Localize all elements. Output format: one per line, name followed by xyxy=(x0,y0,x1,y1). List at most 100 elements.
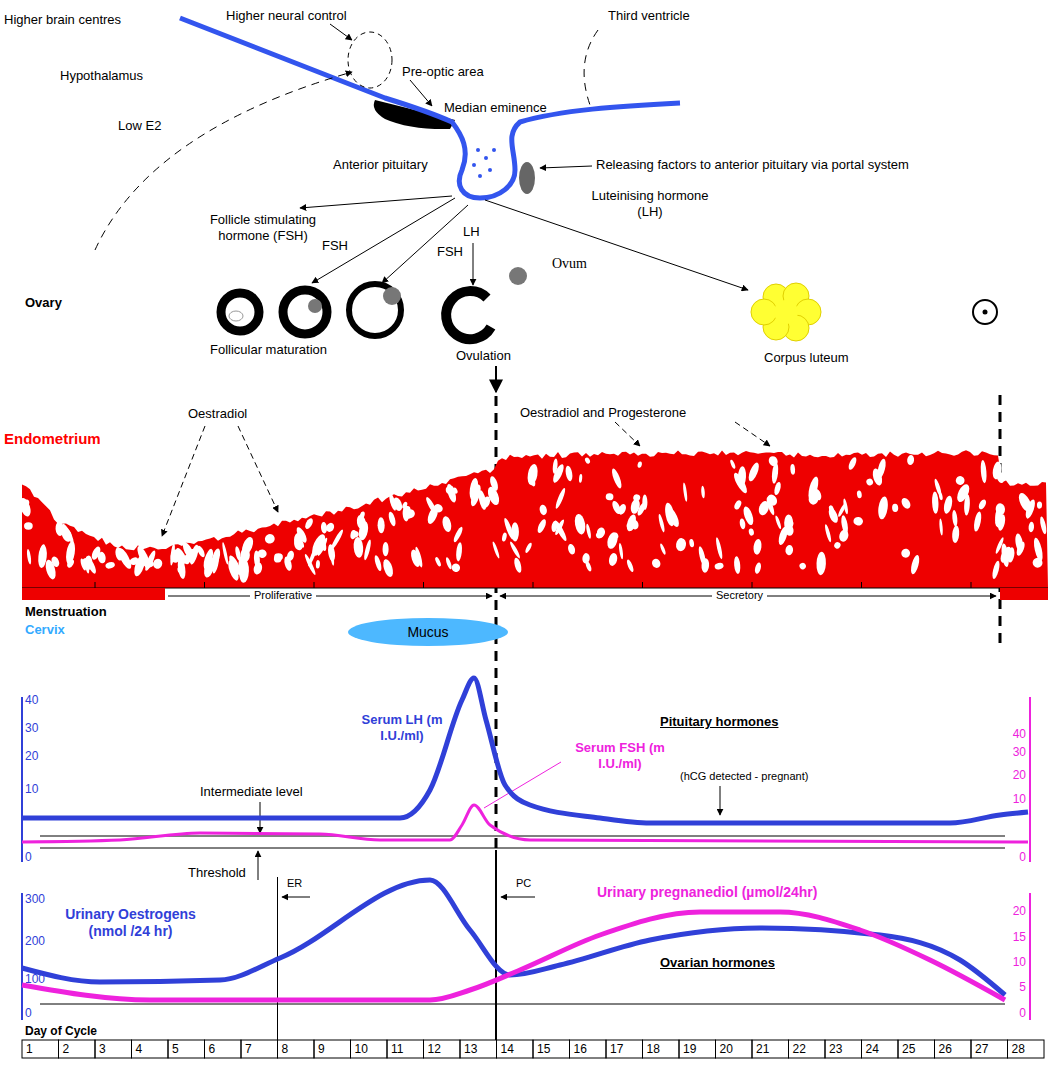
endometrium-gap xyxy=(22,499,31,510)
lh-axis xyxy=(21,697,23,862)
endometrium-gap xyxy=(264,533,276,545)
endometrium-gap xyxy=(798,562,807,571)
axis-title: Day of Cycle xyxy=(25,1024,97,1038)
endometrium-gap xyxy=(1031,556,1044,569)
hormone-label: Luteinising hormone (LH) xyxy=(585,188,715,219)
day-cell xyxy=(95,1040,132,1058)
section-label: Menstruation xyxy=(25,604,107,620)
phase-baseline xyxy=(22,588,1048,589)
day-number: 6 xyxy=(209,1042,216,1056)
endometrium-gap xyxy=(304,517,315,530)
endometrium-gap xyxy=(816,552,826,576)
endometrium-gap xyxy=(900,496,912,510)
endometrium-gap xyxy=(715,537,724,560)
endometrium-gap xyxy=(785,524,795,536)
hormone-label: Oestradiol xyxy=(188,406,247,422)
endometrium-gap xyxy=(995,508,1003,523)
series-label: Serum LH (m I.U./ml) xyxy=(352,712,452,743)
endometrium-gap xyxy=(610,467,623,489)
endometrium-gap xyxy=(445,557,453,570)
follicle xyxy=(283,290,327,334)
endometrium-gap xyxy=(824,524,833,543)
endometrium-gap xyxy=(689,539,695,548)
day-cell xyxy=(971,1040,1008,1058)
fsh-curve xyxy=(22,805,1028,842)
endometrium-gap xyxy=(729,459,736,469)
endometrium-gap xyxy=(595,531,603,539)
endometrium-gap xyxy=(132,553,147,577)
endometrium-gap xyxy=(303,553,317,576)
follicle-ovum xyxy=(308,299,322,313)
endometrium-gap xyxy=(24,522,33,529)
region-label: Hypothalamus xyxy=(60,68,143,84)
endometrium-gap xyxy=(238,556,247,575)
endometrium-gap xyxy=(353,536,364,558)
endometrium-gap xyxy=(584,457,591,465)
day-cell xyxy=(351,1040,388,1058)
day-cell xyxy=(898,1040,935,1058)
endometrium-gap xyxy=(951,525,959,543)
day-cell xyxy=(241,1040,278,1058)
endometrium-gap xyxy=(212,556,221,574)
endometrium-gap xyxy=(283,556,293,572)
day-number: 16 xyxy=(574,1042,587,1056)
endometrium-gap xyxy=(900,548,910,559)
endometrium-gap xyxy=(732,471,750,495)
endometrium-gap xyxy=(612,532,619,540)
endometrium-gap xyxy=(536,518,548,534)
hormone-label: Follicle stimulating hormone (FSH) xyxy=(203,212,323,243)
endometrium-gap xyxy=(939,518,944,535)
endometrium-gap xyxy=(991,461,1002,480)
endometrium-gap xyxy=(50,555,61,568)
hormone-action-arrows xyxy=(162,422,770,536)
endometrium-gap xyxy=(359,511,366,520)
part-label: Ovum xyxy=(552,256,587,273)
endometrium-gap xyxy=(973,511,983,532)
endometrium-gap xyxy=(714,562,724,570)
endometrium-gap xyxy=(630,498,642,514)
day-cell xyxy=(168,1040,205,1058)
proliferative-arrow xyxy=(168,596,492,597)
endometrium-gap xyxy=(626,559,635,573)
day-cell xyxy=(825,1040,862,1058)
endometrium-gap xyxy=(221,542,229,565)
follicle-ovum xyxy=(229,311,243,321)
corpus-albicans xyxy=(973,300,997,324)
day-number: 14 xyxy=(501,1042,514,1056)
endometrium-gap xyxy=(697,546,707,568)
endometrium-gap xyxy=(320,522,327,534)
series-label: Urinary Oestrogens (nmol /24 hr) xyxy=(48,906,213,940)
endometrium-gap xyxy=(1015,541,1026,557)
endometrium-gap xyxy=(871,467,884,486)
day-number: 21 xyxy=(756,1042,769,1056)
hcg-arrow xyxy=(720,786,721,815)
endometrium-gap xyxy=(1024,498,1037,519)
endometrium-gap xyxy=(554,519,566,536)
axis-tick: 20 xyxy=(996,768,1026,782)
day-number: 5 xyxy=(172,1042,179,1056)
er-arrow xyxy=(282,897,310,898)
endometrium-gap xyxy=(84,555,98,575)
endometrium-gap xyxy=(450,562,461,573)
node-text: Mucus xyxy=(407,624,448,640)
axis-tick: 20 xyxy=(996,904,1026,918)
endometrium-gap xyxy=(489,475,500,491)
endometrium-gap xyxy=(828,505,835,514)
stage-label: Follicular maturation xyxy=(210,342,327,358)
section-label: Ovary xyxy=(25,295,62,311)
phase-label: Proliferative xyxy=(250,589,316,602)
day-cell xyxy=(789,1040,826,1058)
threshold-line xyxy=(40,848,1005,849)
day-cell xyxy=(278,1040,315,1058)
endometrium-gap xyxy=(152,557,164,570)
endometrium-gap xyxy=(943,495,954,514)
day-cell xyxy=(205,1040,242,1058)
endometrium-gap xyxy=(666,507,682,529)
corpus-albicans-dot xyxy=(983,310,988,315)
feedback-label: Low E2 xyxy=(118,118,161,134)
endometrium-gap xyxy=(18,497,33,518)
marker-label: PC xyxy=(516,877,531,890)
endometrium-gap xyxy=(477,490,488,511)
axis-tick: 40 xyxy=(996,727,1026,741)
section-label: Cervix xyxy=(25,622,65,638)
